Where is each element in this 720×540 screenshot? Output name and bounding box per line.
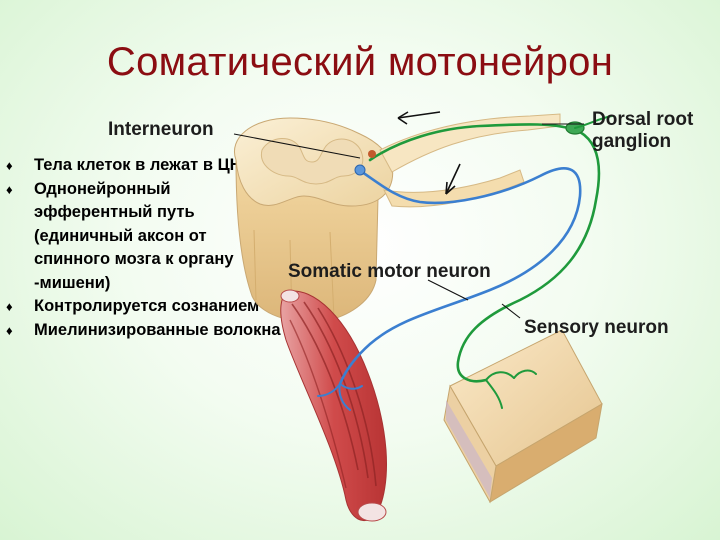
bullet-text: Миелинизированные волокна — [34, 320, 281, 339]
label-somatic-motor-neuron: Somatic motor neuron — [288, 261, 491, 282]
page-title: Соматический мотонейрон — [106, 40, 614, 84]
muscle — [280, 289, 387, 522]
bullet-list: ♦ Тела клеток в лежат в ЦНС ♦ Однонейронны… — [6, 154, 286, 342]
diamond-bullet-icon: ♦ — [6, 299, 13, 314]
interneuron-cell — [368, 150, 376, 158]
label-sensory-neuron: Sensory neuron — [524, 317, 669, 338]
diamond-bullet-icon: ♦ — [6, 181, 13, 197]
label-interneuron: Interneuron — [108, 119, 214, 140]
sensory-neuron — [368, 115, 613, 409]
leader-lines — [233, 123, 584, 319]
label-dorsal-root: Dorsal root — [592, 109, 694, 130]
bullet-text: Тела клеток в лежат в ЦНС — [34, 156, 254, 174]
skin-tissue — [443, 329, 603, 504]
diamond-bullet-icon: ♦ — [6, 158, 13, 173]
arrow-icon — [445, 163, 461, 195]
spinal-cord — [234, 117, 394, 323]
diamond-bullet-icon: ♦ — [6, 322, 13, 338]
list-item: ♦ Миелинизированные волокна — [6, 319, 286, 343]
list-item: ♦ Однонейронный эфферентный путь (единичн… — [6, 178, 286, 296]
bullet-text: Однонейронный эфферентный путь (единичны… — [34, 179, 234, 292]
list-item: ♦ Тела клеток в лежат в ЦНС — [6, 154, 286, 178]
direction-arrows — [397, 111, 461, 195]
label-ganglion: ganglion — [592, 131, 672, 152]
motor-neuron — [317, 164, 582, 411]
bullet-text: Контролируется сознанием — [34, 297, 260, 315]
list-item: ♦ Контролируется сознанием — [6, 295, 286, 319]
